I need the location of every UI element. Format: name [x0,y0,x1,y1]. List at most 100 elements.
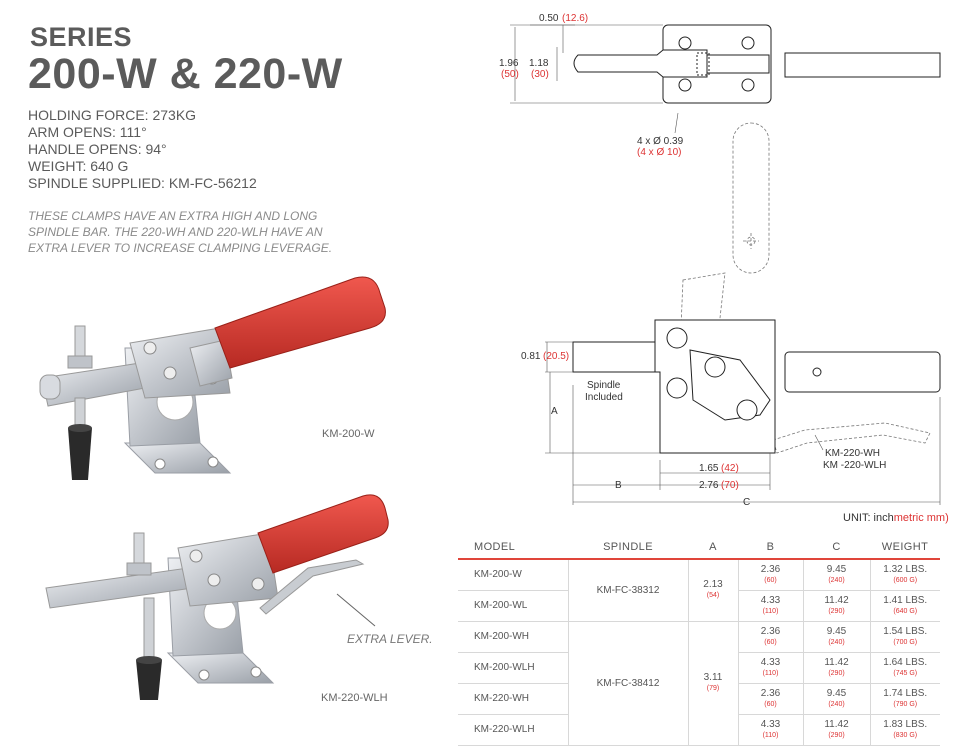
dim-276: 2.76 [699,480,719,491]
cell-b: 4.33(110) [738,590,804,622]
dim-height-mm: (50) [501,69,519,80]
spec-table: MODEL SPINDLE A B C WEIGHT KM-200-W KM-F… [458,535,940,746]
cell-b: 2.36(60) [738,559,804,591]
cell-b-value: 2.36 [760,687,781,699]
cell-b-value: 4.33 [760,656,781,668]
spec-handle-opens: HANDLE OPENS: 94° [28,141,167,157]
cell-c-value: 9.45 [826,563,847,575]
km200w-photo [30,268,390,493]
cell-b-value: 2.36 [760,625,781,637]
dim-holes-mm: (4 x Ø 10) [637,147,681,158]
dim-276-mm: (70) [721,480,739,491]
cell-b-mm: (110) [762,607,779,615]
cell-b: 2.36(60) [738,683,804,715]
table-header-row: MODEL SPINDLE A B C WEIGHT [458,535,940,559]
cell-c-mm: (240) [828,700,845,708]
spindle-label-2: Included [585,392,623,403]
cell-b-value: 4.33 [760,594,781,606]
table-row: KM-220-WLH 4.33(110) 11.42(290) 1.83 LBS… [458,714,940,746]
cell-weight-g: (640 G) [893,607,918,615]
cell-weight-value: 1.54 LBS. [883,625,928,637]
spec-spindle: SPINDLE SUPPLIED: KM-FC-56212 [28,175,257,191]
series-label: SERIES [30,22,133,52]
unit-metric: metric mm) [893,512,949,524]
caption-extra-lever: EXTRA LEVER. [347,632,433,646]
km220wlh-photo [38,488,398,708]
description: THESE CLAMPS HAVE AN EXTRA HIGH AND LONG… [28,209,333,255]
cell-b: 4.33(110) [738,652,804,684]
label-c: C [743,497,750,505]
cell-weight: 1.32 LBS.(600 G) [870,559,940,591]
dim-inner: 1.18 [529,58,549,69]
caption-km220wlh: KM-220-WLH [321,692,388,704]
cell-model: KM-220-WLH [458,714,568,746]
cell-c-mm: (290) [828,607,845,615]
spindle-label-1: Spindle [587,380,621,391]
cell-a-value: 2.13 [703,579,723,591]
cell-weight-value: 1.83 LBS. [883,718,928,730]
table-row: KM-200-WLH 4.33(110) 11.42(290) 1.64 LBS… [458,652,940,684]
unit-label: UNIT: inchmetric mm) [843,512,949,524]
dim-spindle: 0.81 [521,351,541,362]
col-c: C [832,540,841,553]
cell-c-value: 9.45 [826,687,847,699]
caption-km200w: KM-200-W [322,428,375,440]
variant-label-2: KM -220-WLH [823,460,886,471]
page-title: 200-W & 220-W [28,50,343,98]
dim-165-mm: (42) [721,463,739,474]
dim-holes: 4 x Ø 0.39 [637,136,684,147]
cell-a-mm: (79) [706,685,720,692]
cell-b-mm: (60) [764,700,777,708]
cell-weight-value: 1.74 LBS. [883,687,928,699]
col-b: B [766,540,775,553]
cell-b-value: 4.33 [760,718,781,730]
cell-b-mm: (110) [762,731,779,739]
dim-offset-mm: (12.6) [562,13,588,24]
cell-c-mm: (240) [828,576,845,584]
cell-b: 4.33(110) [738,714,804,746]
spec-holding-force: HOLDING FORCE: 273KG [28,107,197,123]
spec-list: HOLDING FORCE: 273KG ARM OPENS: 111° HAN… [28,107,257,192]
cell-c-value: 11.42 [824,656,849,668]
cell-model: KM-200-WH [458,621,568,653]
cell-weight-value: 1.64 LBS. [883,656,928,668]
cell-weight: 1.41 LBS.(640 G) [870,590,940,622]
cell-c-mm: (290) [828,731,845,739]
table-row: KM-200-W KM-FC-38312 2.13(54) 2.36(60) 9… [458,559,940,622]
cell-b-mm: (110) [762,669,779,677]
cell-c-mm: (290) [828,669,845,677]
cell-weight-value: 1.32 LBS. [883,563,928,575]
cell-a-value: 3.11 [703,672,723,683]
cell-b-mm: (60) [764,638,777,646]
cell-c: 9.45(240) [803,683,871,715]
cell-model: KM-200-W [458,559,568,591]
spec-arm-opens: ARM OPENS: 111° [28,124,147,140]
cell-weight-g: (745 G) [893,669,918,677]
cell-a: 3.11 (79) [688,621,739,746]
cell-weight-g: (830 G) [893,731,918,739]
table-row: KM-200-WH KM-FC-38412 3.11(79) 2.36(60) … [458,621,940,746]
cell-a-mm: (54) [706,592,720,600]
dim-165: 1.65 [699,463,719,474]
cell-weight: 1.74 LBS.(790 G) [870,683,940,715]
cell-weight: 1.54 LBS.(700 G) [870,621,940,653]
cell-weight-g: (600 G) [893,576,918,584]
dim-inner-mm: (30) [531,69,549,80]
cell-c: 11.42(290) [803,590,871,622]
cell-weight-g: (700 G) [893,638,918,646]
cell-spindle: KM-FC-38412 [567,621,689,746]
cell-c: 9.45(240) [803,621,871,653]
cell-b: 2.36(60) [738,621,804,653]
cell-model: KM-220-WH [458,683,568,715]
cell-weight: 1.83 LBS.(830 G) [870,714,940,746]
cell-model: KM-200-WLH [458,652,568,684]
dim-height: 1.96 [499,58,519,69]
cell-c: 11.42(290) [803,714,871,746]
dim-offset: 0.50 [539,13,559,24]
cell-c: 11.42(290) [803,652,871,684]
extra-lever-pointer [336,593,376,627]
col-spindle: SPINDLE [603,540,653,553]
unit-inch: UNIT: inch [843,512,894,524]
cell-weight-g: (790 G) [893,700,918,708]
cell-spindle: KM-FC-38312 [567,559,689,622]
